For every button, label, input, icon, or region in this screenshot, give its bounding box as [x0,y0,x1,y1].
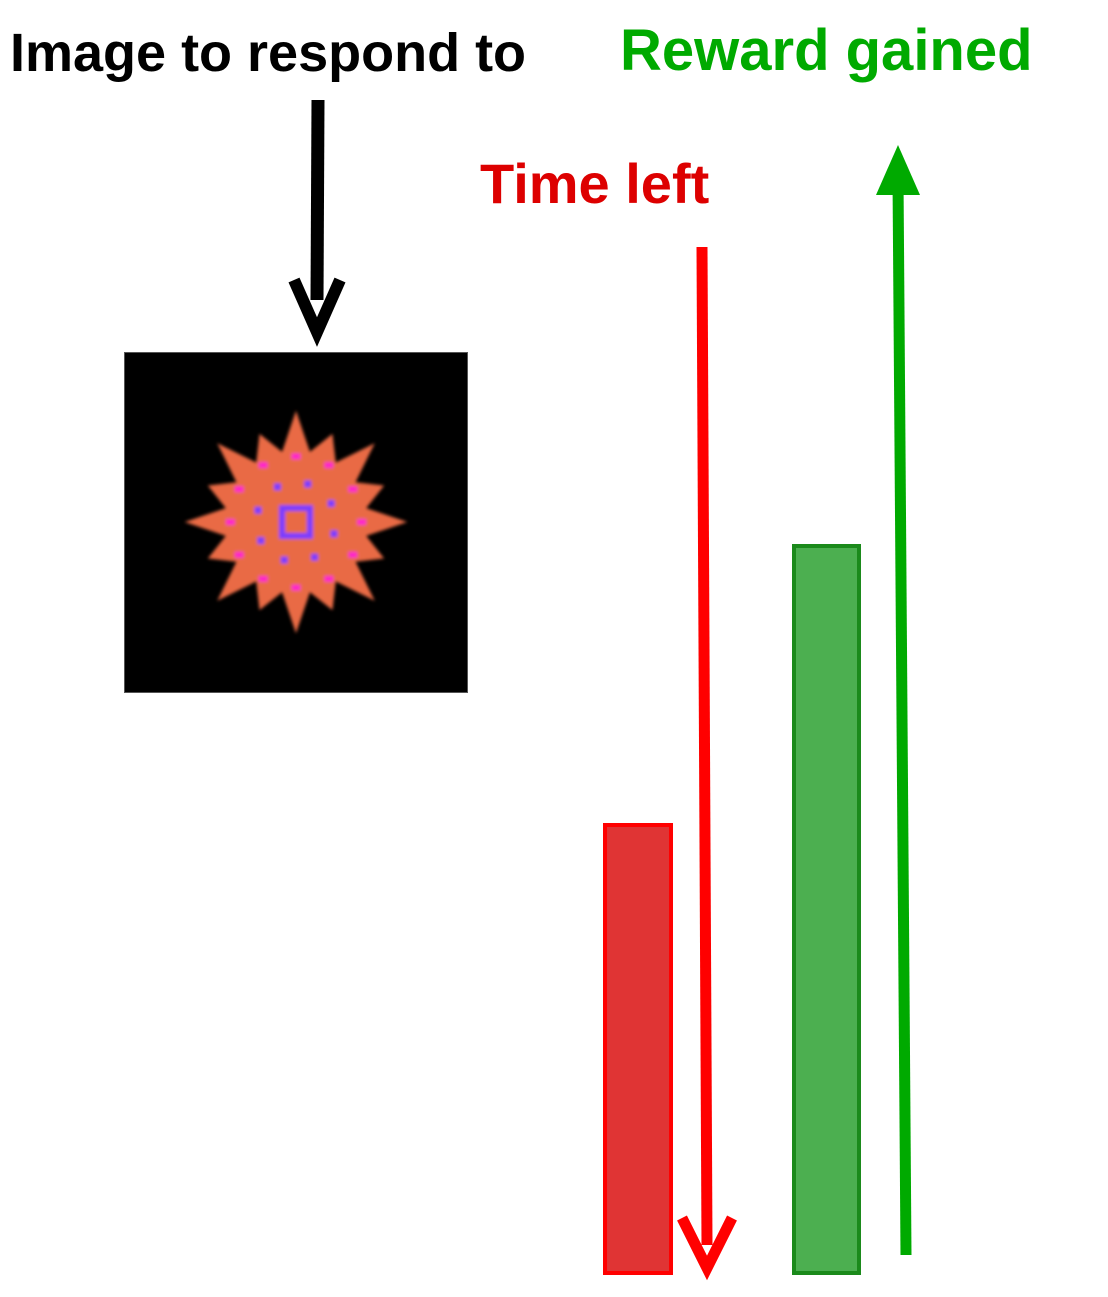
reward-gained-label: Reward gained [620,18,1033,83]
stimulus-image [124,352,468,693]
stimulus-dot [280,556,288,564]
image-to-respond-label: Image to respond to [10,23,527,83]
star-burst-shape [184,410,408,634]
time-arrow-icon [677,246,737,1281]
stimulus-dot [311,553,319,561]
reward-arrow-icon [876,145,920,1256]
time-left-bar [603,823,673,1275]
stimulus-dot [291,584,301,591]
stimulus-dot [273,483,281,491]
stimulus-dot [234,486,244,493]
stimulus-dot [258,575,268,582]
reward-gained-bar [792,544,861,1275]
stimulus-dot [234,551,244,558]
pointer-arrow-icon [288,99,346,347]
stimulus-dot [291,453,301,460]
stimulus-dot [304,480,312,488]
stimulus-dot [257,537,265,545]
stimulus-dot [357,519,367,525]
star-burst-icon [184,410,408,634]
stimulus-dot [330,530,338,538]
stimulus-dot [327,499,335,507]
stimulus-center [279,505,313,539]
stimulus-dot [348,551,358,558]
stimulus-dot [324,462,334,469]
time-left-label: Time left [480,152,710,215]
stimulus-dot [258,462,268,469]
stimulus-dot [348,486,358,493]
stimulus-dot [254,506,262,514]
stimulus-dot [324,575,334,582]
stimulus-dot [225,519,235,525]
